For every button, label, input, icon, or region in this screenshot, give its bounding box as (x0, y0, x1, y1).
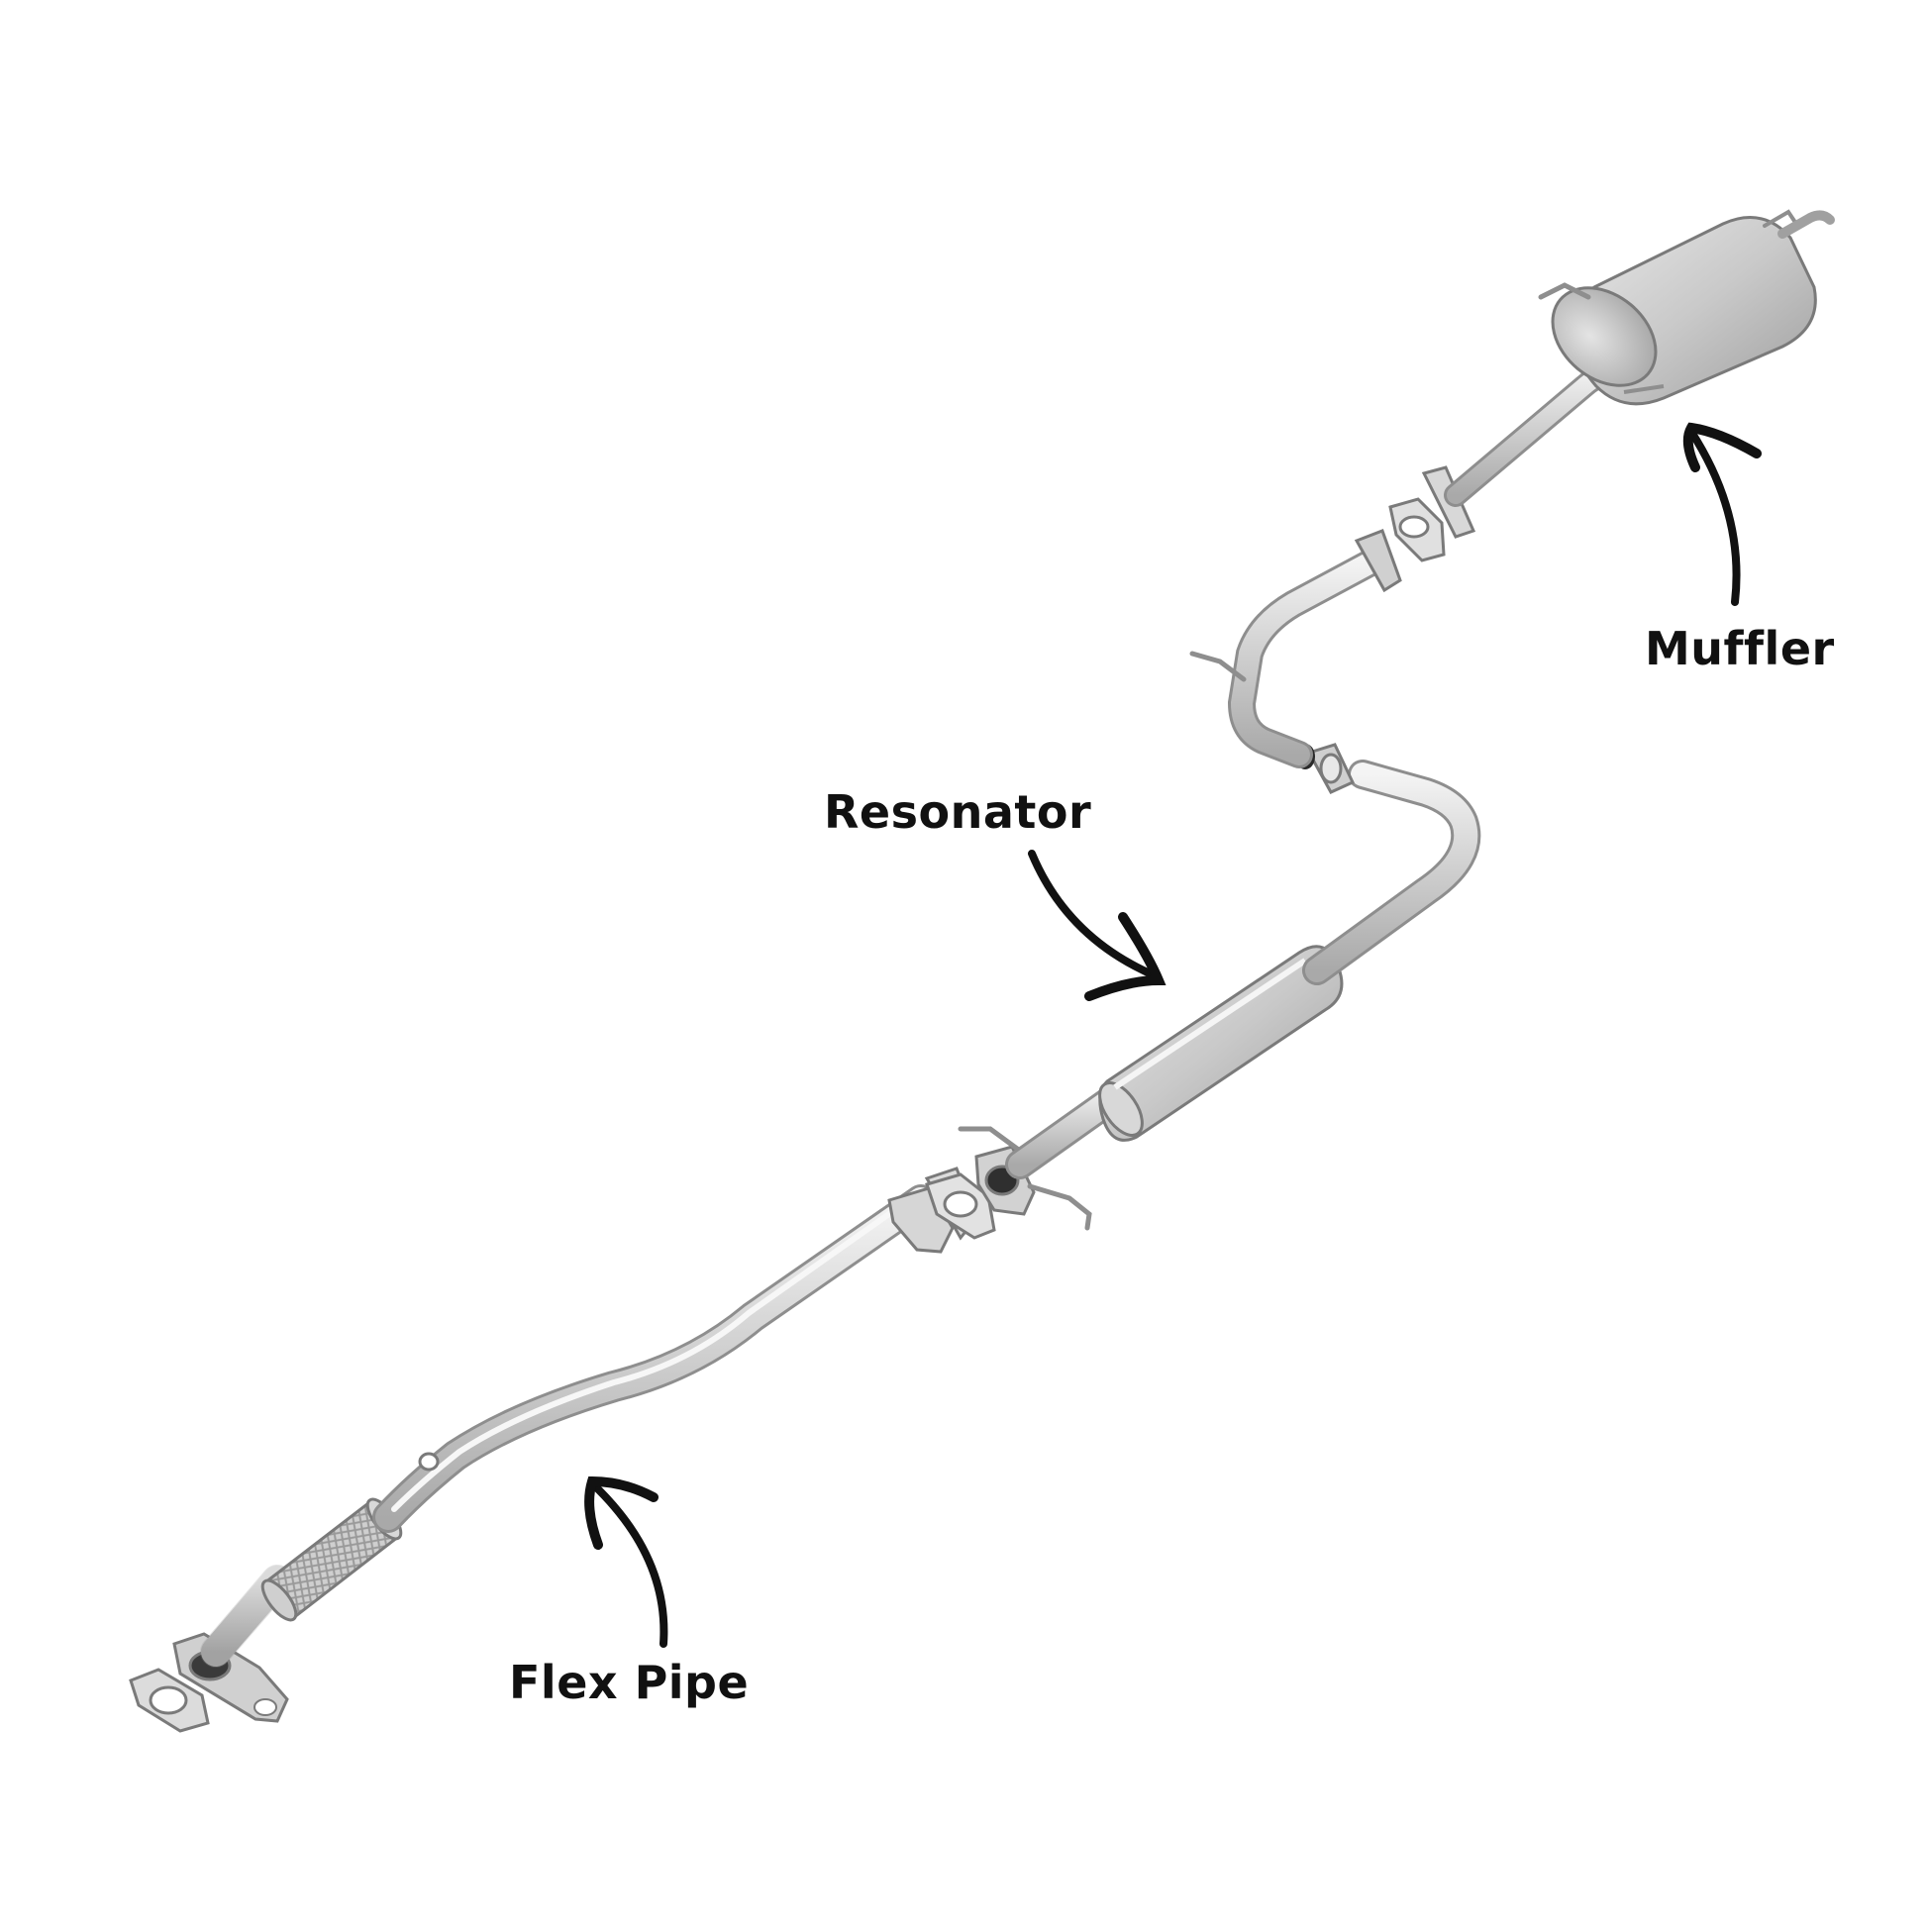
intermediate-pipe (1189, 547, 1388, 768)
front-pipe (372, 1184, 937, 1533)
mid-flange (887, 1167, 996, 1254)
muffler-arrow (1682, 422, 1762, 606)
resonator-label: Resonator (824, 785, 1092, 839)
muffler-body (1538, 209, 1835, 406)
muffler-label: Muffler (1645, 622, 1835, 675)
flex-pipe-label: Flex Pipe (509, 1656, 750, 1709)
flex-pipe-arrow (584, 1475, 668, 1648)
front-gasket (129, 1668, 210, 1733)
resonator-arrow (1028, 850, 1166, 1001)
flex-pipe-component (260, 1497, 403, 1622)
rear-flange (1354, 465, 1476, 593)
mid-pipe (1302, 760, 1481, 985)
pipe-clamp (1306, 743, 1356, 794)
